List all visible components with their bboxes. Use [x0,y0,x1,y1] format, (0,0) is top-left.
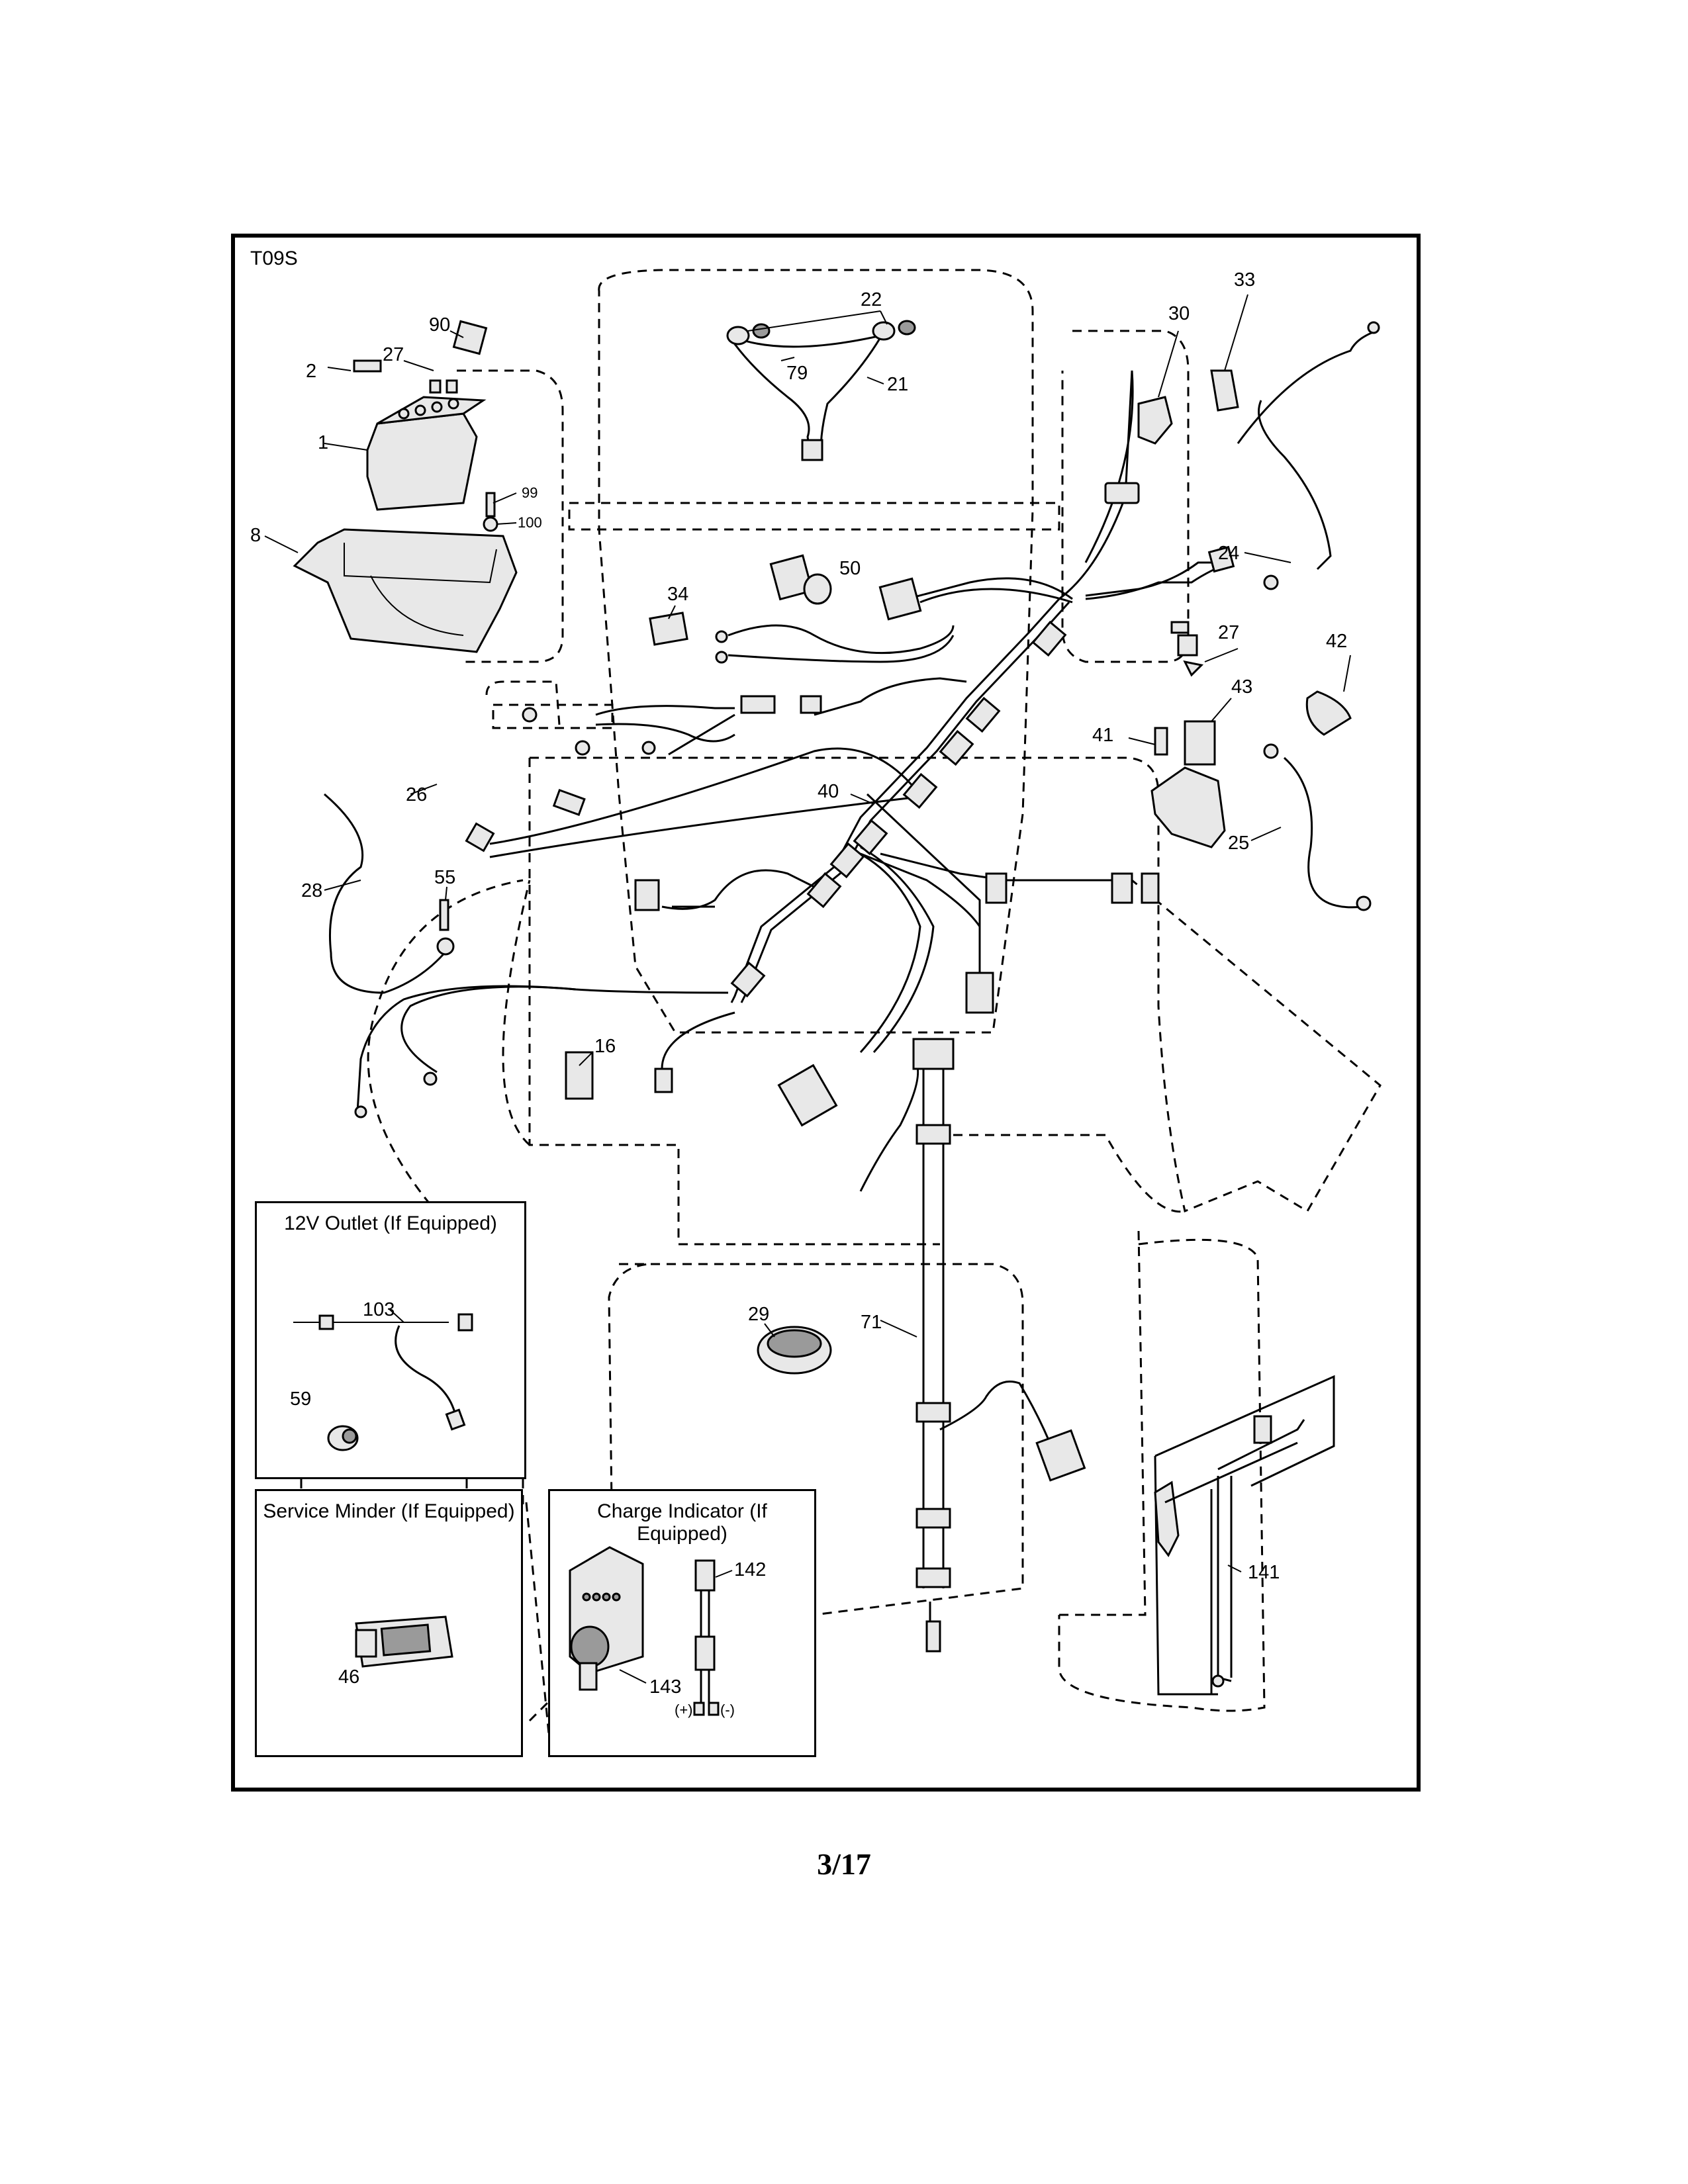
callout-34: 34 [667,584,688,605]
callout-71: 71 [861,1312,882,1333]
callout-141: 141 [1248,1562,1280,1583]
callout-21: 21 [887,374,908,395]
diagram-frame [231,234,1421,1792]
callout-142: 142 [734,1559,766,1580]
leader-lines [264,294,1351,1572]
battery-assembly [293,320,518,653]
inset-service-minder-title: Service Minder (If Equipped) [263,1500,515,1522]
headlights [726,320,916,461]
callouts: 1 2 8 16 21 22 24 25 26 27 27 28 29 30 3… [250,269,1347,1583]
inset-charge-indicator: Charge Indicator (If Equipped) 143 142 (… [548,1489,816,1757]
callout-41: 41 [1092,725,1113,746]
callout-30: 30 [1168,303,1190,324]
callout-90: 90 [429,314,450,336]
callout-2: 2 [306,361,316,382]
callout-25: 25 [1228,833,1249,854]
callout-55: 55 [434,867,455,888]
callout-99: 99 [522,484,538,501]
inset-charge-indicator-drawing: 143 142 (+) (-) [569,1546,766,1718]
callout-43: 43 [1231,676,1252,698]
inset-service-minder-drawing: 46 [338,1615,453,1688]
inset-12v-outlet-title: 12V Outlet (If Equipped) [284,1212,497,1234]
callout-143: 143 [649,1676,681,1698]
callout-40: 40 [818,781,839,802]
callout-100: 100 [518,514,542,531]
callout-29: 29 [748,1304,769,1325]
lever-bracket [1154,1375,1335,1696]
callout-26: 26 [406,784,427,805]
callout-22: 22 [861,289,882,310]
inset-12v-outlet: 12V Outlet (If Equipped) 103 59 [255,1201,526,1479]
dashed-outlines [300,269,1382,1741]
callout-24: 24 [1218,543,1239,564]
inset-service-minder: Service Minder (If Equipped) 46 [255,1489,523,1757]
callout-27a: 27 [383,344,404,365]
callout-50: 50 [839,558,861,579]
callout-33: 33 [1234,269,1255,291]
plus-label: (+) [675,1702,693,1718]
callout-28: 28 [301,880,322,901]
callout-27b: 27 [1218,622,1239,643]
minus-label: (-) [720,1702,735,1718]
callout-79: 79 [786,363,808,384]
page-number: 3/17 [817,1847,871,1881]
callout-8: 8 [250,525,261,546]
callout-16: 16 [594,1036,616,1057]
callout-1: 1 [318,432,328,453]
diagram-id: T09S [250,248,298,269]
inset-12v-outlet-drawing: 103 59 [290,1299,473,1451]
callout-42: 42 [1326,631,1347,652]
harness-clamps [730,620,1133,1588]
callout-59: 59 [290,1388,311,1410]
callout-46: 46 [338,1666,359,1688]
inset-charge-indicator-title: Charge Indicator (If Equipped) [597,1500,767,1545]
